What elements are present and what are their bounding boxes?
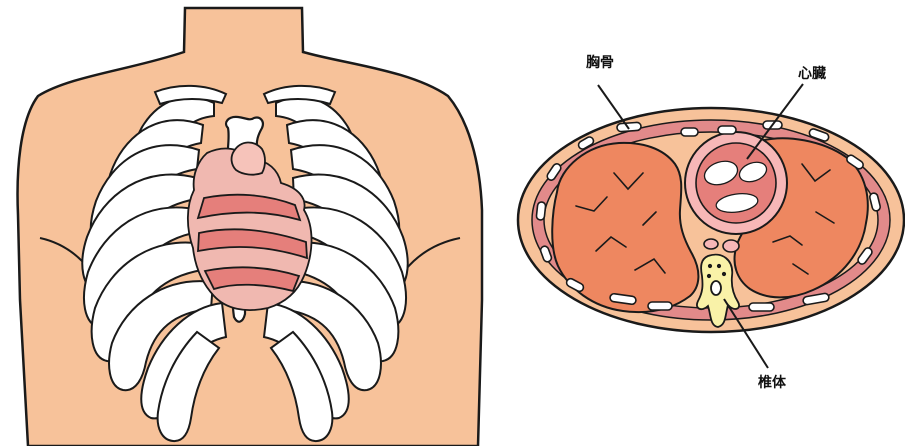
vertebra-dot <box>708 275 710 277</box>
heart-cross-section <box>685 132 787 234</box>
vertebra-label: 椎体 <box>757 374 787 391</box>
rib-segment <box>718 126 736 134</box>
heart-outline-top <box>232 142 265 174</box>
spinal-canal <box>711 281 721 295</box>
heart-label: 心臓 <box>798 65 826 82</box>
vertebra-dot <box>709 265 711 267</box>
vertebra-dot <box>723 273 725 275</box>
rib-segment <box>617 122 641 132</box>
left-chest-illustration <box>18 8 482 446</box>
aorta-cross <box>723 240 739 252</box>
trachea-cross <box>704 239 718 249</box>
right-cross-section: 胸骨 心臓 椎体 <box>518 54 904 391</box>
rib-segment <box>648 302 672 310</box>
rib-segment <box>536 202 546 221</box>
rib-segment <box>749 303 774 311</box>
vertebra-dot <box>718 265 720 267</box>
rib-segment <box>681 128 698 136</box>
sternum-label: 胸骨 <box>586 54 614 71</box>
